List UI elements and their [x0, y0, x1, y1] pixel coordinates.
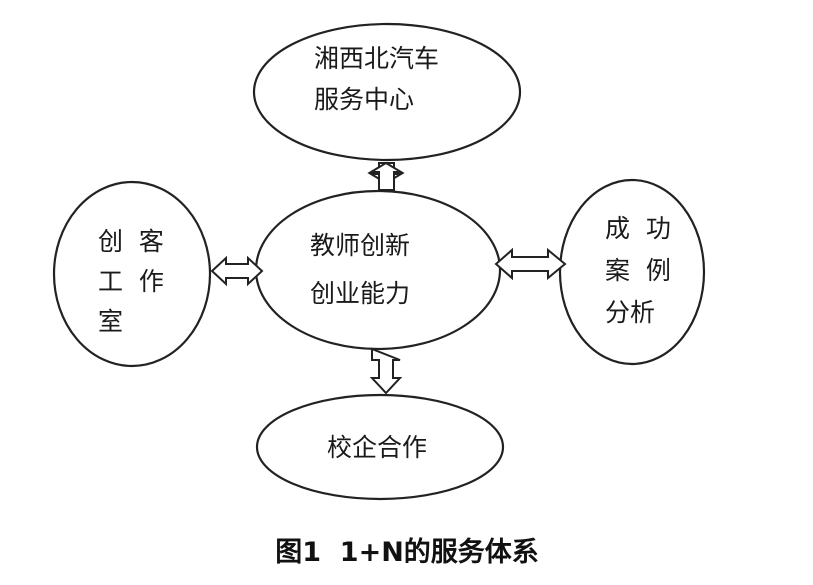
connector-center-bottom: [369, 347, 403, 395]
node-right-line-1: 成 功: [605, 214, 671, 243]
node-bottom-ellipse: [255, 393, 505, 501]
node-left-line-2: 工 作: [98, 267, 164, 296]
node-top-ellipse: [252, 22, 522, 162]
node-center-text: 教师创新 创业能力: [310, 231, 410, 308]
node-top-line-1: 湘西北汽车: [314, 44, 439, 73]
node-right-text: 成 功 案 例 分析: [605, 214, 671, 327]
node-left-line-3: 室: [98, 307, 123, 336]
connector-left-center: [210, 255, 264, 287]
node-left-line-1: 创 客: [98, 227, 164, 256]
connector-top-center-up: [367, 161, 405, 191]
node-right-line-2: 案 例: [605, 256, 671, 285]
node-center-line-1: 教师创新: [310, 231, 410, 260]
node-top-text: 湘西北汽车 服务中心: [314, 44, 439, 114]
node-center-ellipse: [254, 189, 502, 351]
node-left-text: 创 客 工 作 室: [98, 227, 164, 336]
node-top-line-2: 服务中心: [314, 85, 414, 114]
connector-center-right: [494, 247, 567, 281]
node-left-ellipse: [52, 180, 212, 368]
node-bottom-text: 校企合作: [327, 433, 427, 462]
node-right-line-3: 分析: [605, 298, 655, 327]
node-right-ellipse: [558, 178, 706, 366]
node-center-line-2: 创业能力: [310, 279, 410, 308]
figure-caption: 图1 1+N的服务体系: [275, 536, 539, 568]
